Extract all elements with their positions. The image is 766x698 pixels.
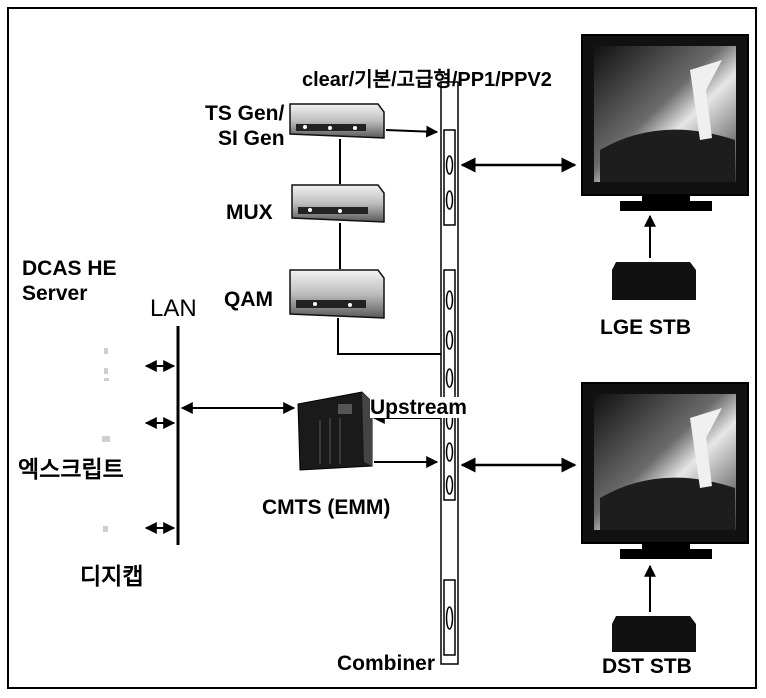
server-label: Server xyxy=(22,283,87,304)
dst-stb-label: DST STB xyxy=(602,656,692,677)
mux-device xyxy=(292,185,384,222)
lan-label: LAN xyxy=(150,297,197,321)
digicap-label: 디지캡 xyxy=(80,565,143,588)
xscript-label: 엑스크립트 xyxy=(18,458,124,481)
si-gen-label: SI Gen xyxy=(218,128,285,149)
tv-monitor-dst xyxy=(582,383,748,559)
server-faint-icons xyxy=(102,348,110,532)
qam-device xyxy=(290,270,384,318)
mux-label: MUX xyxy=(226,202,273,223)
header-label: clear/기본/고급형/PP1/PPV2 xyxy=(302,70,552,90)
combiner-device xyxy=(441,82,458,664)
upstream-label: Upstream xyxy=(370,397,467,418)
ts-gen-device xyxy=(290,104,384,138)
tv-monitor-lge xyxy=(582,35,748,211)
dst-stb-device xyxy=(612,616,696,652)
qam-label: QAM xyxy=(224,289,273,310)
lge-stb-label: LGE STB xyxy=(600,317,691,338)
cmts-device xyxy=(298,392,372,470)
cmts-label: CMTS (EMM) xyxy=(262,497,390,518)
ts-gen-label: TS Gen/ xyxy=(205,103,284,124)
lge-stb-device xyxy=(612,262,696,300)
combiner-label: Combiner xyxy=(337,653,435,674)
dcas-label: DCAS HE xyxy=(22,258,117,279)
